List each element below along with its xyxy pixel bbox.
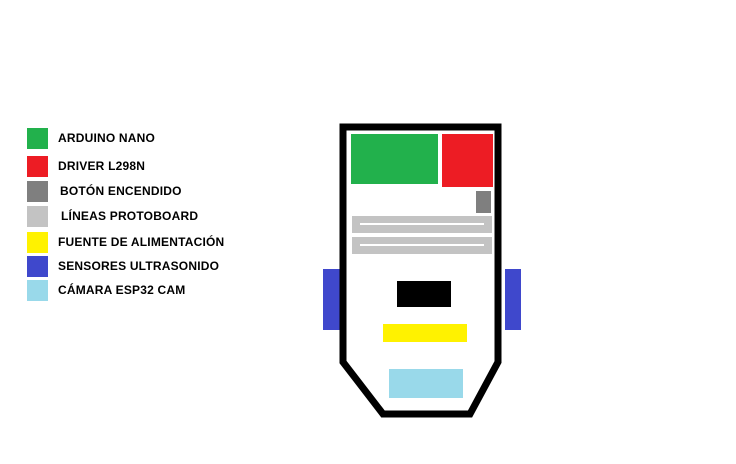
legend-swatch-red bbox=[27, 156, 48, 177]
legend-label: FUENTE DE ALIMENTACIÓN bbox=[58, 235, 225, 249]
legend-swatch-yellow bbox=[27, 232, 48, 253]
black-component-block bbox=[397, 281, 451, 307]
legend-swatch-light-gray bbox=[27, 206, 48, 227]
right-ultrasonic-sensor bbox=[505, 269, 521, 330]
left-ultrasonic-sensor bbox=[323, 269, 340, 330]
esp32-cam-block bbox=[389, 369, 463, 398]
legend-label: LÍNEAS PROTOBOARD bbox=[61, 209, 199, 223]
power-button-block bbox=[476, 191, 491, 213]
power-supply-block bbox=[383, 324, 467, 342]
legend-label: SENSORES ULTRASONIDO bbox=[58, 259, 220, 273]
driver-l298n-block bbox=[442, 134, 493, 187]
legend-label: CÁMARA ESP32 CAM bbox=[58, 283, 186, 297]
robot-chassis-outline bbox=[339, 123, 502, 418]
legend-swatch-blue bbox=[27, 256, 48, 277]
legend-label: BOTÓN ENCENDIDO bbox=[60, 184, 182, 198]
legend-swatch-gray bbox=[27, 181, 48, 202]
legend-swatch-green bbox=[27, 128, 48, 149]
legend-label: ARDUINO NANO bbox=[58, 131, 156, 145]
arduino-nano-block bbox=[351, 134, 438, 184]
legend-swatch-light-blue bbox=[27, 280, 48, 301]
legend-label: DRIVER L298N bbox=[58, 159, 146, 173]
